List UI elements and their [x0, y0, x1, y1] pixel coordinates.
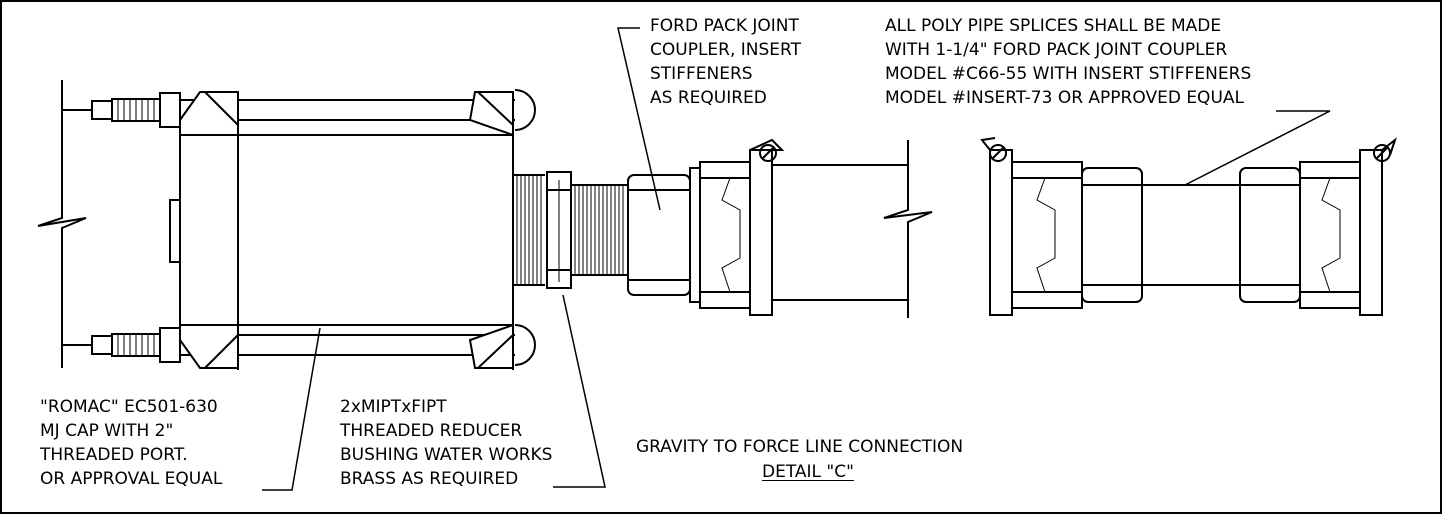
label-line: WITH 1-1/4" FORD PACK JOINT COUPLER	[885, 40, 1228, 60]
label-splice-note: ALL POLY PIPE SPLICES SHALL BE MADE WITH…	[885, 14, 1251, 110]
reducer-bushing	[547, 172, 571, 288]
label-line: MODEL #C66-55 WITH INSERT STIFFENERS	[885, 64, 1252, 84]
label-line: MJ CAP WITH 2"	[40, 421, 174, 441]
leader-splice	[1185, 111, 1330, 185]
label-line: OR APPROVAL EQUAL	[40, 469, 223, 489]
label-line: COUPLER, INSERT	[650, 40, 801, 60]
tie-rod-top	[92, 90, 535, 130]
leader-lines	[262, 28, 1330, 490]
mj-flange	[180, 135, 238, 325]
label-line: BUSHING WATER WORKS	[340, 445, 553, 465]
threaded-nipple-2	[571, 185, 628, 275]
mj-cap-body	[238, 135, 513, 325]
label-line: BRASS AS REQUIRED	[340, 469, 519, 489]
label-line: AS REQUIRED	[650, 88, 767, 108]
label-line: THREADED REDUCER	[340, 421, 523, 441]
leader-reducer	[553, 295, 605, 487]
threaded-nipple	[513, 175, 545, 285]
detail-title: GRAVITY TO FORCE LINE CONNECTION	[636, 435, 963, 459]
label-ford-coupler: FORD PACK JOINT COUPLER, INSERT STIFFENE…	[650, 14, 801, 110]
ford-coupler-splice	[982, 138, 1395, 315]
label-line: THREADED PORT.	[40, 445, 188, 465]
tie-rod-bottom	[92, 325, 535, 365]
break-line-left	[38, 80, 86, 368]
break-line-right	[884, 140, 932, 318]
label-romac-cap: "ROMAC" EC501-630 MJ CAP WITH 2" THREADE…	[40, 395, 222, 491]
label-reducer: 2xMIPTxFIPT THREADED REDUCER BUSHING WAT…	[340, 395, 552, 491]
label-line: "ROMAC" EC501-630	[40, 397, 218, 417]
label-line: FORD PACK JOINT	[650, 16, 799, 36]
leader-ford	[618, 28, 660, 210]
leader-romac	[262, 328, 320, 490]
label-line: 2xMIPTxFIPT	[340, 397, 447, 417]
detail-subtitle: DETAIL "C"	[762, 462, 854, 482]
detail-title-line1: GRAVITY TO FORCE LINE CONNECTION	[636, 437, 964, 457]
mj-cap-assembly	[38, 80, 535, 370]
ford-coupler-left	[628, 140, 932, 318]
label-line: ALL POLY PIPE SPLICES SHALL BE MADE	[885, 16, 1222, 36]
label-line: STIFFENERS	[650, 64, 753, 84]
label-line: MODEL #INSERT-73 OR APPROVED EQUAL	[885, 88, 1244, 108]
